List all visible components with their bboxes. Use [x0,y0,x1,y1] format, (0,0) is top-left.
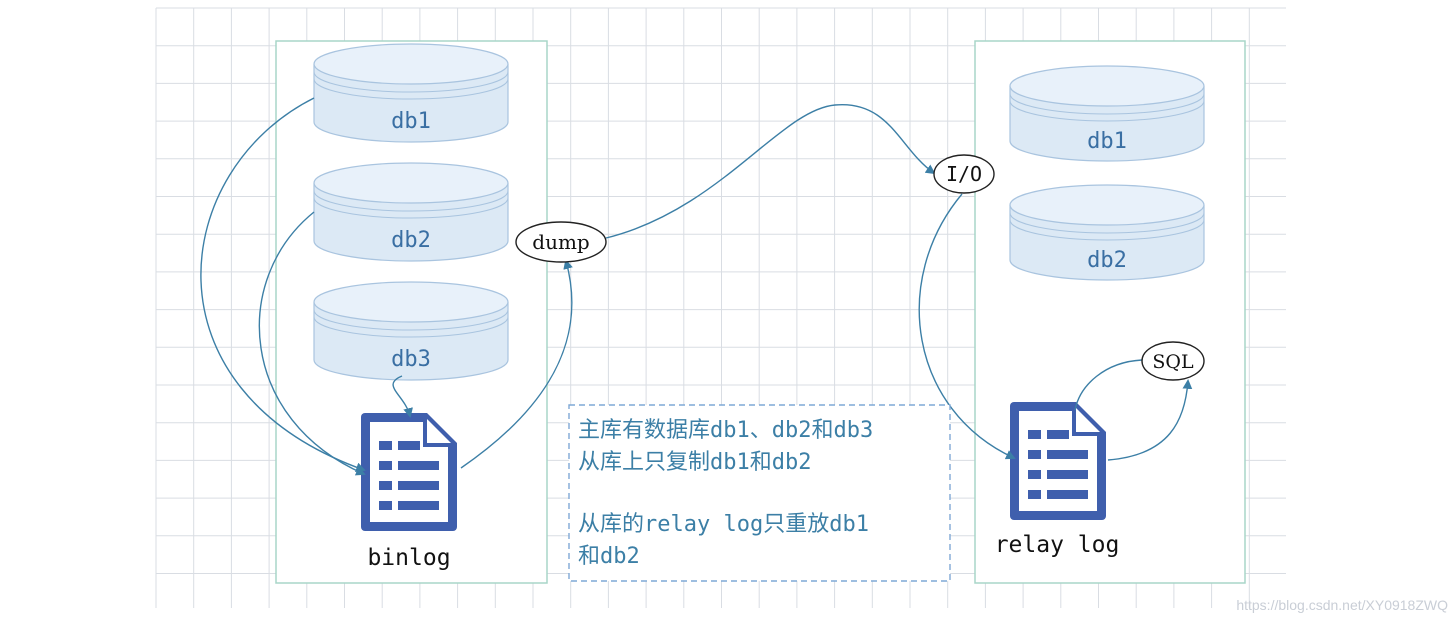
arrow-relay-to-sql-bottom [1107,379,1193,461]
note-box [568,404,951,582]
io-label: I/O [946,162,982,186]
watermark: https://blog.csdn.net/XY0918ZWQ [1236,597,1448,613]
relay-log-label: relay log [995,532,1120,558]
connector-arrows [200,97,1193,476]
relay-log-document-icon [1010,402,1106,520]
dump-node: dump [515,221,607,263]
master-db1-cylinder: db1 [313,43,509,143]
binlog-label: binlog [367,545,450,571]
slave-db2-cylinder: db2 [1009,184,1205,281]
master-db2-label: db2 [391,228,431,253]
master-db3-label: db3 [391,347,431,372]
note-line-4: 和db2 [578,544,640,569]
arrow-dump-to-io [605,104,936,239]
sql-node: SQL [1141,341,1205,381]
arrow-db3-to-binlog [392,375,413,418]
arrow-relay-to-sql-top [1074,359,1143,411]
arrow-binlog-to-dump [460,259,573,469]
io-node: I/O [933,154,995,194]
master-db3-cylinder: db3 [313,281,509,381]
dump-label: dump [532,230,589,254]
sql-label: SQL [1152,351,1194,373]
note-line-1: 主库有数据库db1、db2和db3 [578,418,873,443]
slave-db1-label: db1 [1087,129,1127,154]
arrow-db2-to-binlog [258,211,366,476]
binlog-document-icon [361,413,457,531]
master-db1-label: db1 [391,109,431,134]
slave-db1-cylinder: db1 [1009,65,1205,162]
slave-db2-label: db2 [1087,248,1127,273]
arrow-io-to-relay [918,193,1016,460]
master-db2-cylinder: db2 [313,162,509,262]
note-line-2: 从库上只复制db1和db2 [578,450,811,475]
arrow-db1-to-binlog [200,97,366,472]
note-line-3: 从库的relay log只重放db1 [578,512,869,537]
